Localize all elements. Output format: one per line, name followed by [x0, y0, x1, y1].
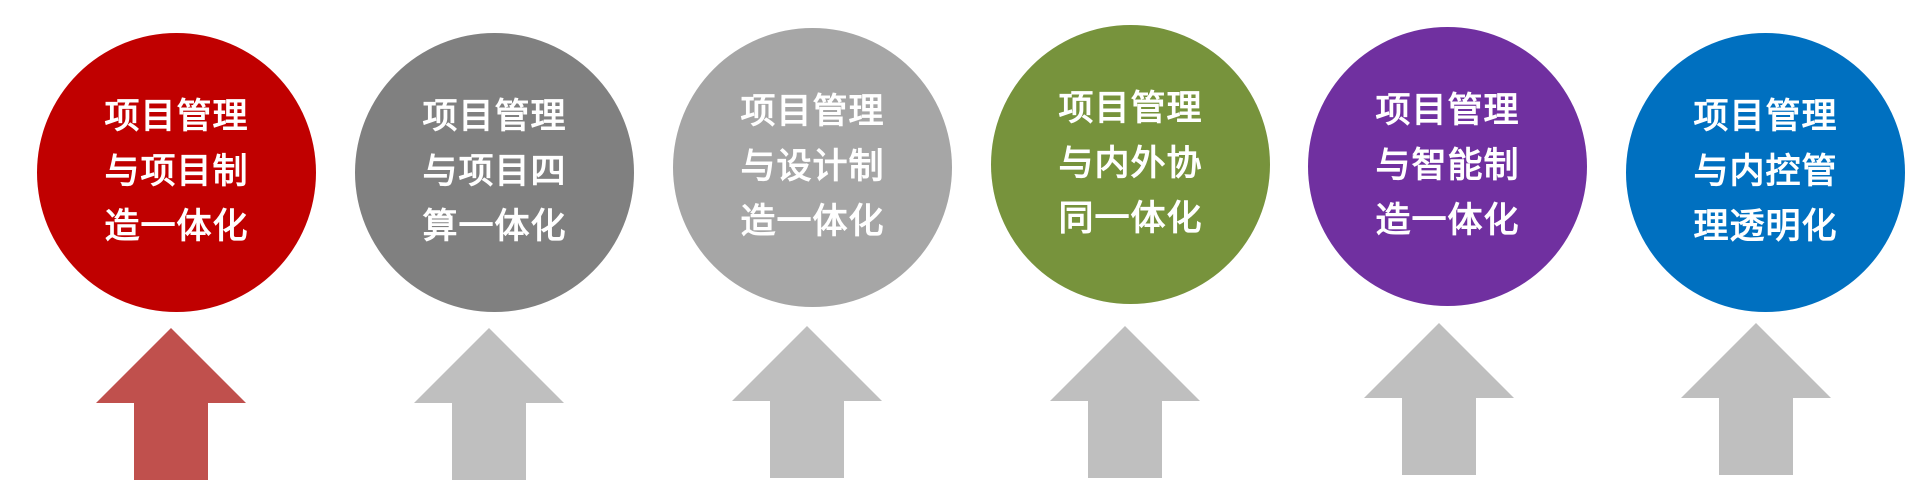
circle-text-line: 与智能制 — [1375, 146, 1520, 186]
circle-design-manufacturing: 项目管理 与设计制 造一体化 — [673, 28, 952, 307]
circle-text-line: 造一体化 — [104, 207, 249, 247]
up-arrow-icon — [96, 328, 246, 480]
up-arrow-icon — [732, 326, 882, 478]
circle-four-calculations: 项目管理 与项目四 算一体化 — [355, 33, 634, 312]
circle-text-line: 项目管理 — [1693, 97, 1838, 137]
circle-text-line: 算一体化 — [422, 207, 567, 247]
circle-text-line: 与项目四 — [422, 152, 567, 192]
up-arrow-icon — [1364, 323, 1514, 475]
circle-text-line: 造一体化 — [740, 202, 885, 242]
circle-project-manufacturing: 项目管理 与项目制 造一体化 — [37, 33, 316, 312]
circle-internal-control: 项目管理 与内控管 理透明化 — [1626, 33, 1905, 312]
circle-text-line: 与项目制 — [104, 152, 249, 192]
circle-text-line: 项目管理 — [104, 97, 249, 137]
circle-text-line: 项目管理 — [1375, 91, 1520, 131]
circle-collaboration: 项目管理 与内外协 同一体化 — [991, 25, 1270, 304]
up-arrow-icon — [414, 328, 564, 480]
circle-text-line: 造一体化 — [1375, 201, 1520, 241]
circle-text-line: 与内外协 — [1058, 144, 1203, 184]
circle-text-line: 同一体化 — [1058, 199, 1203, 239]
up-arrow-icon — [1681, 323, 1831, 475]
circle-text-line: 与设计制 — [740, 147, 885, 187]
circle-text-line: 理透明化 — [1693, 207, 1838, 247]
up-arrow-icon — [1050, 326, 1200, 478]
circle-text-line: 项目管理 — [1058, 89, 1203, 129]
circle-text-line: 与内控管 — [1693, 152, 1838, 192]
circle-smart-manufacturing: 项目管理 与智能制 造一体化 — [1308, 27, 1587, 306]
circle-text-line: 项目管理 — [740, 92, 885, 132]
circle-text-line: 项目管理 — [422, 97, 567, 137]
